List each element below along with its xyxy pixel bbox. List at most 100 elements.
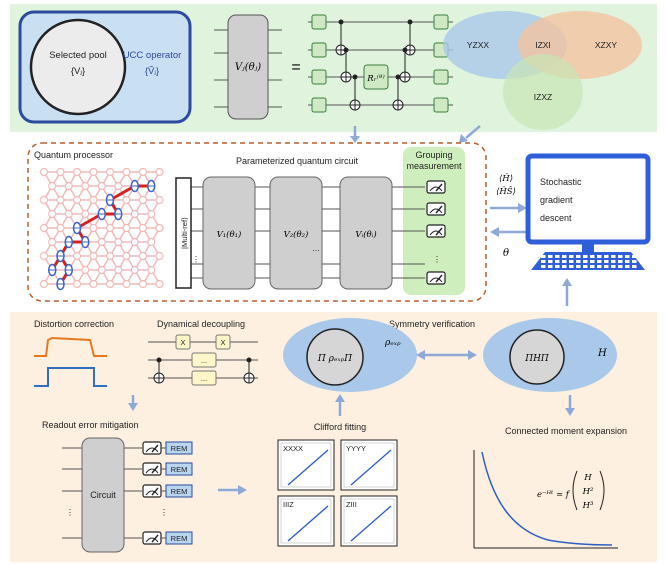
rem-box (165, 441, 193, 455)
processor-lattice (39, 167, 164, 291)
arrow-readout-to-clifford (218, 485, 247, 495)
arrow-to-readout (128, 395, 138, 411)
dd-idle-block-label: ... (201, 374, 207, 383)
qubit-node (64, 181, 73, 191)
circuit-block (81, 437, 125, 553)
parameterized-circuit: |Multi-ref⟩V₁(θ₁)V₂(θ₂)Vᵢ(θᵢ)...⋮⋮ (175, 176, 446, 290)
qubit-node (72, 167, 82, 177)
venn-label-xzxy: XZXY (595, 40, 618, 50)
computer-line-3: descent (540, 213, 572, 223)
control-dot (343, 47, 349, 53)
rho-projected-label: Π ρₑₓₚΠ (317, 354, 352, 364)
formula-paren-left (572, 470, 578, 511)
qubit-node (89, 279, 98, 289)
block-vi-label: Vᵢ(θᵢ) (355, 229, 376, 240)
cme-plot: e⁻ᴴᵗ ≃ f H H² H³ (473, 450, 618, 549)
control-dot (402, 47, 408, 53)
qubit-node (72, 279, 82, 289)
computer-line-1: Stochastic (540, 177, 582, 187)
control-dot (246, 357, 252, 363)
qubit-node (39, 167, 49, 177)
rem-label: REM (171, 487, 188, 496)
qubit-node (130, 237, 139, 247)
qubit-node (155, 223, 164, 233)
readout-title: Readout error mitigation (42, 420, 139, 430)
middle-dashed-frame (27, 142, 487, 302)
symmetry-title: Symmetry verification (389, 319, 475, 329)
arrow-bottom-to-computer (562, 278, 572, 306)
arrow-to-cme (565, 395, 575, 416)
qubit-node (138, 251, 148, 261)
equals-sign: = (291, 59, 300, 76)
qubit-node (138, 195, 148, 205)
qubit-node (138, 223, 148, 233)
block-vi (339, 176, 393, 290)
fit-line (350, 505, 392, 542)
dd-idle-block (191, 370, 217, 386)
qubit-node (48, 209, 57, 219)
rz-gate (363, 64, 389, 90)
qubit-node (89, 167, 98, 177)
rem-box (165, 462, 193, 476)
block-v2 (269, 176, 323, 290)
orange-pulse (34, 336, 107, 357)
qubit-node (81, 181, 90, 191)
qubit-node (147, 265, 156, 275)
qubit-node (147, 237, 156, 247)
qubit-node (130, 209, 139, 219)
active-qubit-link (76, 212, 103, 230)
multi-ref-label: |Multi-ref⟩ (180, 217, 189, 249)
control-dot (156, 357, 162, 363)
qubit-node (56, 223, 65, 233)
qubit-node (64, 209, 73, 219)
formula-paren-right (599, 470, 605, 511)
formula-term-3: H³ (582, 501, 594, 511)
rem-box (165, 531, 193, 545)
qubit-node (97, 265, 106, 275)
processor-title: Quantum processor (34, 150, 113, 160)
rem-vdots: ⋮ (66, 507, 75, 517)
formula-term-1: H (583, 473, 592, 483)
qubit-node (39, 279, 49, 289)
qubit-node (155, 167, 164, 177)
single-gate-block: Vⱼ(θⱼ) (214, 14, 282, 120)
rem-label: REM (171, 444, 188, 453)
qubit-node (130, 265, 139, 275)
control-dot (395, 74, 401, 80)
control-dot (338, 19, 344, 25)
fit-line (287, 449, 329, 486)
qubit-node (89, 223, 98, 233)
h-label: H (597, 348, 607, 359)
gate-label: Vⱼ(θⱼ) (235, 62, 261, 73)
arrows-middle-computer (490, 203, 527, 237)
distortion-title: Distortion correction (34, 319, 114, 329)
grouping-title-1: Grouping (415, 150, 452, 160)
qubit-node (114, 181, 123, 191)
single-qubit-gate (311, 42, 327, 58)
expectation-h: ⟨Ĥ⟩ (499, 172, 513, 184)
rem-box (165, 484, 193, 498)
multi-ref-state (175, 177, 192, 289)
qubit-node (89, 195, 98, 205)
single-qubit-gate (311, 97, 327, 113)
qubit-node (39, 195, 49, 205)
selected-pool-circle (29, 18, 127, 116)
qubit-node (105, 251, 115, 261)
arrow-clifford-up (335, 394, 345, 416)
pool-title: Selected pool (49, 50, 107, 61)
decomposed-circuit: Rᵣ⁽ᶿ⁾ (308, 14, 453, 113)
grouping-title-2: measurement (406, 161, 462, 171)
circuit-dots: ... (312, 243, 319, 253)
arrows-top-to-middle (350, 125, 481, 143)
ucc-operator-box: Selected pool {Vⱼ} UCC operator {Ṽⱼ} (18, 10, 192, 124)
qubit-node (39, 223, 49, 233)
pool-symbol: {Vⱼ} (71, 66, 85, 77)
dd-idle-block-label: ... (201, 356, 207, 365)
formula-term-2: H² (582, 487, 594, 497)
circuit-label: Circuit (90, 490, 116, 500)
computer-line-2: gradient (540, 195, 573, 205)
qubit-node (114, 237, 123, 247)
dd-title: Dynamical decoupling (157, 319, 245, 329)
